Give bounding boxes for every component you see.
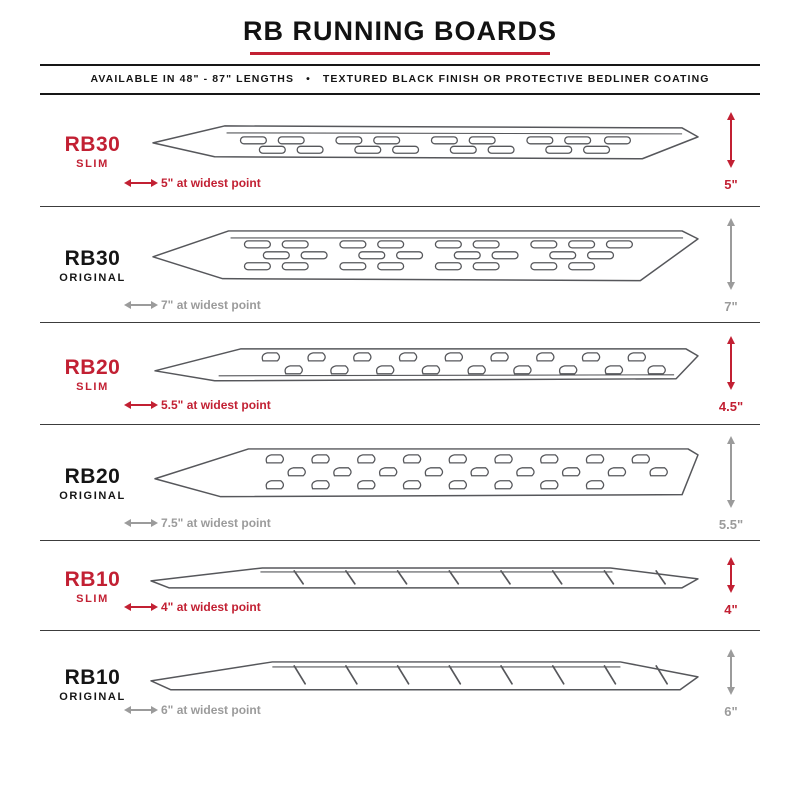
width-note-text: 5.5" at widest point [161,397,271,412]
height-value: 5" [724,176,738,192]
product-label: RB30 ORIGINAL [40,247,145,284]
width-note-text: 4" at widest point [161,599,261,614]
model-name: RB20 [64,356,121,379]
board-illustration-rb30-original [152,230,699,282]
board-column: 5.5" at widest point [131,337,702,412]
height-value: 7" [724,298,738,314]
product-row-rb10-slim: RB10 SLIM 4" at widest point 4" [40,541,760,631]
title-underline [250,52,550,55]
width-annotation: 6" at widest point [123,703,702,717]
height-value: 4" [724,601,738,617]
height-arrow-icon [730,343,732,382]
height-value: 4.5" [718,398,744,414]
width-arrow-icon [131,709,151,712]
board-column: 7" at widest point [131,219,702,312]
width-note-text: 5" at widest point [161,175,261,190]
variant-name: SLIM [76,593,109,605]
width-arrow-icon [131,303,151,306]
product-row-rb20-slim: RB20 SLIM 5.5" at widest point 4.5" [40,323,760,425]
header: RB RUNNING BOARDS AVAILABLE IN 48" - 87"… [40,16,760,95]
product-label: RB10 SLIM [40,568,145,605]
board-column: 7.5" at widest point [131,437,702,530]
header-rule-top [40,64,760,66]
height-arrow-icon [730,119,732,160]
height-annotation: 6" [702,649,760,719]
height-annotation: 7" [702,218,760,314]
board-illustration-rb30-slim [152,125,699,160]
header-rule-bottom [40,93,760,95]
model-name: RB10 [64,665,121,689]
height-annotation: 4.5" [702,336,760,414]
height-arrow-icon [730,657,732,687]
board-column: 4" at widest point [131,559,702,614]
width-annotation: 7" at widest point [123,298,702,312]
page-subtitle: AVAILABLE IN 48" - 87" LENGTHS • TEXTURE… [90,73,710,85]
width-annotation: 4" at widest point [123,600,702,614]
product-label: RB20 SLIM [40,356,145,393]
variant-name: ORIGINAL [59,272,126,284]
product-label: RB10 ORIGINAL [40,666,145,703]
width-note-text: 7" at widest point [161,297,261,312]
width-annotation: 5" at widest point [123,176,702,190]
height-annotation: 5" [702,112,760,192]
model-name: RB10 [64,568,121,591]
width-note-text: 6" at widest point [161,703,261,718]
height-arrow-icon [730,225,732,282]
variant-name: ORIGINAL [59,690,126,703]
product-label: RB30 SLIM [40,133,145,170]
product-row-rb30-slim: RB30 SLIM 5" at widest point 5" [40,95,760,207]
board-illustration-rb10-slim [150,567,699,589]
width-arrow-icon [131,403,151,406]
page: RB RUNNING BOARDS AVAILABLE IN 48" - 87"… [0,0,800,745]
board-column: 6" at widest point [131,651,702,717]
board-illustration-rb20-original [154,448,699,498]
board-column: 5" at widest point [131,113,702,190]
variant-name: ORIGINAL [59,490,126,502]
width-arrow-icon [131,521,151,524]
product-row-rb10-original: RB10 ORIGINAL 6" at widest point 6" [40,631,760,735]
height-value: 6" [724,704,738,719]
height-annotation: 4" [702,557,760,617]
height-value: 5.5" [718,516,744,532]
variant-name: SLIM [76,381,109,393]
height-arrow-icon [730,564,732,585]
model-name: RB30 [64,247,121,270]
height-arrow-icon [730,443,732,500]
board-illustration-rb20-slim [154,348,699,382]
height-annotation: 5.5" [702,436,760,532]
variant-name: SLIM [76,158,109,170]
model-name: RB30 [64,133,121,156]
board-illustration-rb10-original [150,660,699,691]
product-label: RB20 ORIGINAL [40,465,145,502]
width-note-text: 7.5" at widest point [161,515,271,530]
width-annotation: 5.5" at widest point [123,398,702,412]
model-name: RB20 [64,465,121,488]
product-row-rb20-original: RB20 ORIGINAL 7.5" at widest point 5.5" [40,425,760,541]
width-annotation: 7.5" at widest point [123,516,702,530]
page-title: RB RUNNING BOARDS [243,16,557,46]
width-arrow-icon [131,605,151,608]
product-row-rb30-original: RB30 ORIGINAL 7" at widest point 7" [40,207,760,323]
width-arrow-icon [131,181,151,184]
